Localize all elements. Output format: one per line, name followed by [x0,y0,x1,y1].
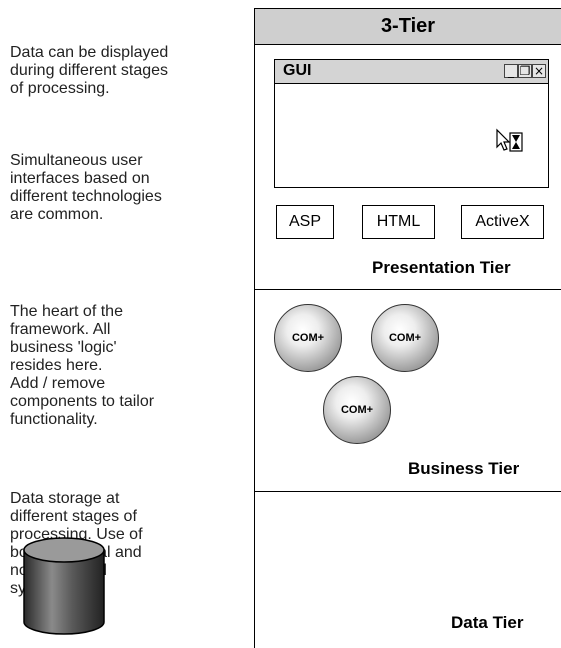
restore-icon: ❐ [518,64,532,78]
description-line: Data can be displayed [10,44,169,61]
tech-box-html: HTML [362,205,435,239]
com-plus-component: COM+ [274,304,342,372]
description-line: The heart of the [10,303,123,320]
description-line: business 'logic' [10,339,117,356]
description-line: interfaces based on [10,170,150,187]
description-line: during different stages [10,62,169,79]
database-cylinder-icon [23,537,105,635]
presentation-tier-label: Presentation Tier [372,258,511,277]
description-line: are common. [10,206,104,223]
description-line: functionality. [10,411,98,428]
tech-box-activex: ActiveX [461,205,544,239]
com-plus-component: COM+ [371,304,439,372]
gui-title: GUI [283,62,312,79]
minimize-icon: _ [504,64,518,78]
gui-title-bar: GUI _ ❐ × [275,60,548,84]
description-line: Add / remove [10,375,106,392]
description-interfaces: Simultaneous user interfaces based on di… [10,152,225,224]
description-line: Simultaneous user [10,152,143,169]
description-line: resides here. [10,357,103,374]
description-line: Data storage at [10,490,120,507]
description-line: different stages of [10,508,137,525]
tier-divider [255,289,561,290]
data-tier-label: Data Tier [451,613,524,632]
description-line: processing. Use of [10,526,143,543]
com-plus-component: COM+ [323,376,391,444]
description-line: of processing. [10,80,110,97]
description-business: The heart of the framework. All business… [10,303,225,429]
three-tier-panel: 3-Tier GUI _ ❐ × ASP HTML ActiveX Presen… [254,8,561,648]
business-tier-label: Business Tier [408,459,520,478]
tech-box-asp: ASP [276,205,334,239]
gui-window: GUI _ ❐ × [274,59,549,188]
description-line: different technologies [10,188,162,205]
hourglass-cursor-icon [496,128,523,152]
tier-divider [255,491,561,492]
description-line: components to tailor [10,393,155,410]
description-line: framework. All [10,321,111,338]
description-display: Data can be displayed during different s… [10,44,225,98]
panel-title: 3-Tier [255,9,561,45]
close-icon: × [532,64,546,78]
